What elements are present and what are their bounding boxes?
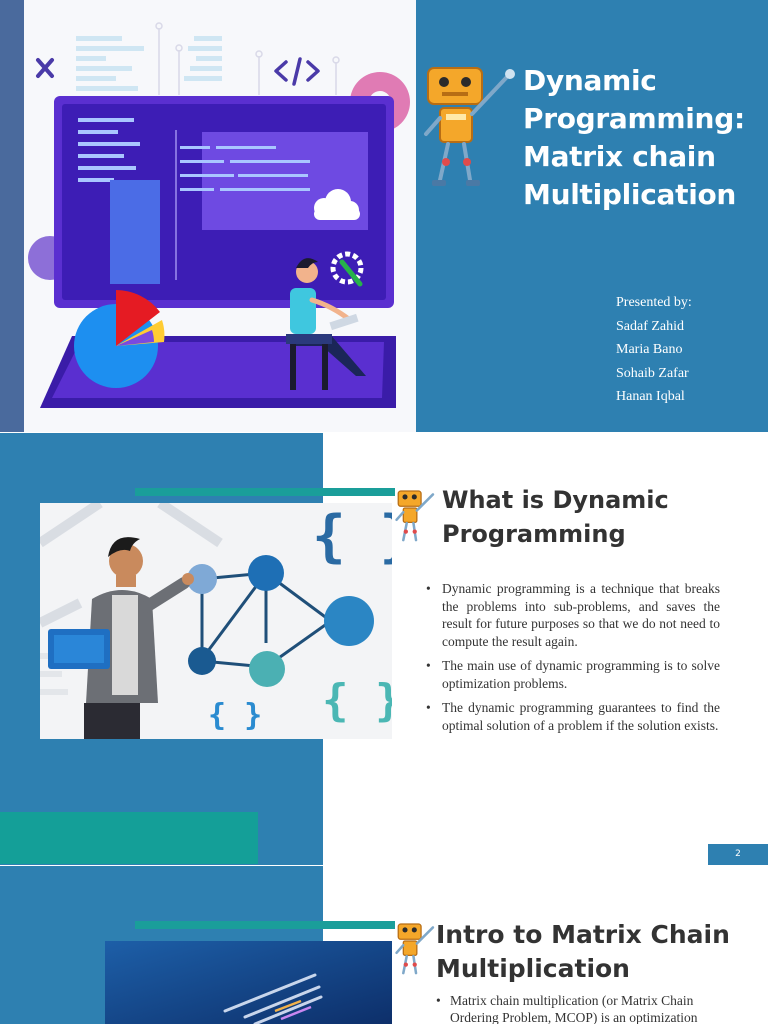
bullet-item: Matrix chain multiplication (or Matrix C…: [434, 992, 734, 1024]
curly-braces-icon: { }: [312, 504, 392, 569]
code-tag-icon: [274, 57, 320, 86]
title-slide: Dynamic Programming: Matrix chain Multip…: [0, 0, 768, 432]
title-line: Matrix chain: [523, 140, 716, 173]
curly-braces-icon: { }: [322, 675, 392, 726]
presenter-name: Maria Bano: [616, 342, 683, 357]
robot-mascot-icon: [424, 67, 515, 186]
bullet-item: The main use of dynamic programming is t…: [424, 657, 720, 692]
developer-person: [286, 258, 366, 390]
heading-line: Intro to Matrix Chain: [436, 920, 730, 949]
settings-gear-icon: [330, 251, 364, 285]
developer-illustration: [28, 22, 410, 408]
presenter-name: Hanan Iqbal: [616, 389, 685, 404]
bullet-list: Dynamic programming is a technique that …: [424, 580, 720, 741]
robot-mascot-icon: [395, 923, 435, 975]
slide-heading: Intro to Matrix Chain Multiplication: [436, 918, 766, 986]
heading-line: What is Dynamic: [442, 486, 669, 514]
bullet-list: Matrix chain multiplication (or Matrix C…: [434, 992, 734, 1024]
presenter-name: Sohaib Zafar: [616, 365, 689, 381]
presenters-block: Presented by: Sadaf Zahid Maria Bano Soh…: [616, 291, 692, 409]
graph-node: [248, 555, 284, 591]
presentation-title: Dynamic Programming: Matrix chain Multip…: [523, 62, 763, 214]
presented-by-label: Presented by:: [616, 295, 692, 310]
title-line: Dynamic: [523, 64, 657, 97]
curly-braces-icon: { }: [208, 698, 262, 733]
close-mark-icon: [36, 58, 54, 78]
wrench-icon: [339, 259, 363, 287]
heading-line: Programming: [442, 520, 626, 548]
cloud-icon: [314, 189, 360, 220]
presenter-network-illustration: { } { } { }: [40, 503, 392, 739]
title-line: Programming:: [523, 102, 745, 135]
presenter-person: [48, 537, 194, 739]
page-number-badge: 2: [708, 844, 768, 865]
slide-what-is-dp: { } { } { }: [0, 433, 768, 865]
bullet-item: Dynamic programming is a technique that …: [424, 580, 720, 650]
heading-line: Multiplication: [436, 954, 630, 983]
graph-node: [249, 651, 285, 687]
bullet-item: The dynamic programming guarantees to fi…: [424, 699, 720, 734]
presenter-name: Sadaf Zahid: [616, 318, 685, 334]
teal-footer-block: [0, 812, 258, 864]
graph-node: [324, 596, 374, 646]
left-accent-bar: [0, 0, 24, 432]
code-screen-photo: [105, 941, 392, 1024]
teal-accent-bar: [135, 488, 395, 496]
title-line: Multiplication: [523, 178, 737, 211]
graph-node: [187, 564, 217, 594]
slide-intro-mcm: Intro to Matrix Chain Multiplication Mat…: [0, 866, 768, 1024]
slide-heading: What is Dynamic Programming: [442, 483, 762, 551]
robot-mascot-icon: [395, 490, 435, 542]
teal-accent-bar: [135, 921, 395, 929]
graph-node: [188, 647, 216, 675]
